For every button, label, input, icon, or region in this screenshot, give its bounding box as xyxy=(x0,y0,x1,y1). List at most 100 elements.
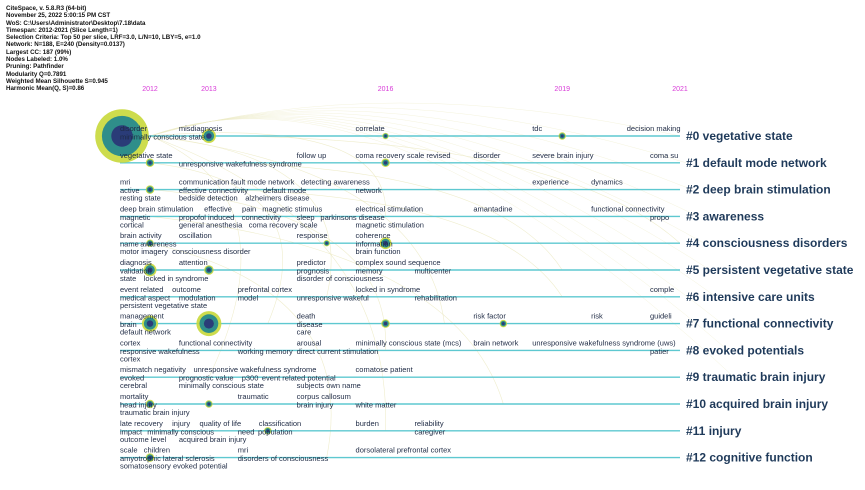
term-label: outcome xyxy=(172,285,201,294)
cluster-label: #9 traumatic brain injury xyxy=(686,370,826,384)
term-label: experience xyxy=(532,178,569,187)
term-label: need xyxy=(238,427,255,436)
link-arc xyxy=(149,162,283,324)
term-label: brain network xyxy=(473,338,518,347)
term-label: unresponsive wakeful xyxy=(297,293,369,302)
term-label: complex sound sequence xyxy=(356,258,441,267)
term-label: classification xyxy=(259,419,302,428)
term-label: quality of life xyxy=(199,419,241,428)
term-label: propo xyxy=(650,213,669,222)
term-label: brain function xyxy=(356,247,401,256)
term-label: functional connectivity xyxy=(179,338,253,347)
term-label: mri xyxy=(120,178,131,187)
term-label: detecting awareness xyxy=(301,178,370,187)
term-label: minimally conscious state (mcs) xyxy=(356,338,462,347)
term-label: somatosensory evoked potential xyxy=(120,462,228,471)
term-label: responsive wakefulness xyxy=(120,347,200,356)
info-line: Timespan: 2012-2021 (Slice Length=1) xyxy=(6,26,118,34)
term-label: electrical stimulation xyxy=(356,204,424,213)
node-core xyxy=(146,320,154,327)
node-core xyxy=(206,268,211,272)
term-label: brain xyxy=(120,320,137,329)
node-core xyxy=(384,134,387,138)
info-line: Harmonic Mean(Q, S)=0.86 xyxy=(6,85,85,93)
term-label: traumatic brain injury xyxy=(120,408,190,417)
cluster-label: #8 evoked potentials xyxy=(686,343,804,357)
term-label: parkinsons disease xyxy=(320,213,384,222)
link-arc xyxy=(149,135,445,324)
term-label: p300 xyxy=(242,374,259,383)
term-label: pain xyxy=(242,204,256,213)
cluster-label: #3 awareness xyxy=(686,209,764,223)
term-label: magnetic stimulus xyxy=(262,204,322,213)
term-label: rehabilitation xyxy=(414,293,457,302)
node-core xyxy=(147,267,153,273)
term-label: coma recovery scale xyxy=(249,220,318,229)
info-line: November 25, 2022 5:00:15 PM CST xyxy=(6,12,111,20)
term-label: follow up xyxy=(297,151,327,160)
term-label: prefrontal cortex xyxy=(238,285,292,294)
info-line: Weighted Mean Silhouette S=0.945 xyxy=(6,77,108,85)
cluster-label: #6 intensive care units xyxy=(686,290,815,304)
node-core xyxy=(560,134,564,138)
year-tick-label: 2019 xyxy=(554,86,570,93)
term-label: disorders of consciousness xyxy=(238,454,329,463)
term-label: cortex xyxy=(120,354,141,363)
term-label: medical aspect xyxy=(120,293,171,302)
term-label: connectivity xyxy=(242,213,281,222)
node-core xyxy=(383,240,388,246)
term-label: minimally conscious state xyxy=(179,381,264,390)
term-label: bedside detection xyxy=(179,194,238,203)
term-label: model xyxy=(238,293,259,302)
cluster-label: #5 persistent vegetative state xyxy=(686,263,854,277)
term-label: awareness xyxy=(140,240,177,249)
term-label: deep brain stimulation xyxy=(120,204,193,213)
term-label: cortical xyxy=(120,220,144,229)
term-label: sleep xyxy=(297,213,315,222)
node-core xyxy=(325,241,328,245)
term-label: magnetic stimulation xyxy=(356,220,424,229)
term-label: mismatch negativity xyxy=(120,365,186,374)
term-label: disorder xyxy=(120,124,148,133)
term-label: evoked xyxy=(120,374,144,383)
node-core xyxy=(383,161,388,165)
term-label: decision making xyxy=(627,124,681,133)
term-label: functional connectivity xyxy=(591,204,665,213)
term-label: coherence xyxy=(356,231,391,240)
term-label: coma su xyxy=(650,151,678,160)
term-label: brain activity xyxy=(120,231,162,240)
link-arc xyxy=(149,189,386,351)
info-line: Largest CC: 187 (99%) xyxy=(6,48,72,56)
term-label: minimally conscious xyxy=(147,427,214,436)
term-label: memory xyxy=(356,267,383,276)
cluster-label: #11 injury xyxy=(686,424,742,438)
year-tick-label: 2021 xyxy=(672,86,688,93)
cluster-label: #2 deep brain stimulation xyxy=(686,183,831,197)
term-label: tdc xyxy=(532,124,542,133)
node-core xyxy=(207,402,211,406)
term-label: prognosis xyxy=(297,267,330,276)
term-label: diagnosis xyxy=(120,258,152,267)
term-label: white matter xyxy=(355,401,397,410)
term-label: burden xyxy=(356,419,379,428)
term-label: disease xyxy=(297,320,323,329)
term-label: level xyxy=(151,435,167,444)
node-core xyxy=(266,429,270,433)
term-label: communication xyxy=(179,178,229,187)
term-label: late recovery xyxy=(120,419,163,428)
term-label: network xyxy=(356,186,383,195)
link-arc xyxy=(149,242,332,458)
node-core xyxy=(148,241,152,245)
cluster-label: #1 default mode network xyxy=(686,156,827,170)
term-label: name xyxy=(120,240,139,249)
term-label: disorder xyxy=(473,151,501,160)
term-label: comple xyxy=(650,285,674,294)
term-label: arousal xyxy=(297,338,322,347)
term-label: dorsolateral prefrontal cortex xyxy=(356,446,452,455)
citespace-info-block: CiteSpace, v. 5.8.R3 (64-bit)November 25… xyxy=(6,5,201,93)
term-label: attention xyxy=(179,258,208,267)
term-label: subjects own name xyxy=(297,381,361,390)
